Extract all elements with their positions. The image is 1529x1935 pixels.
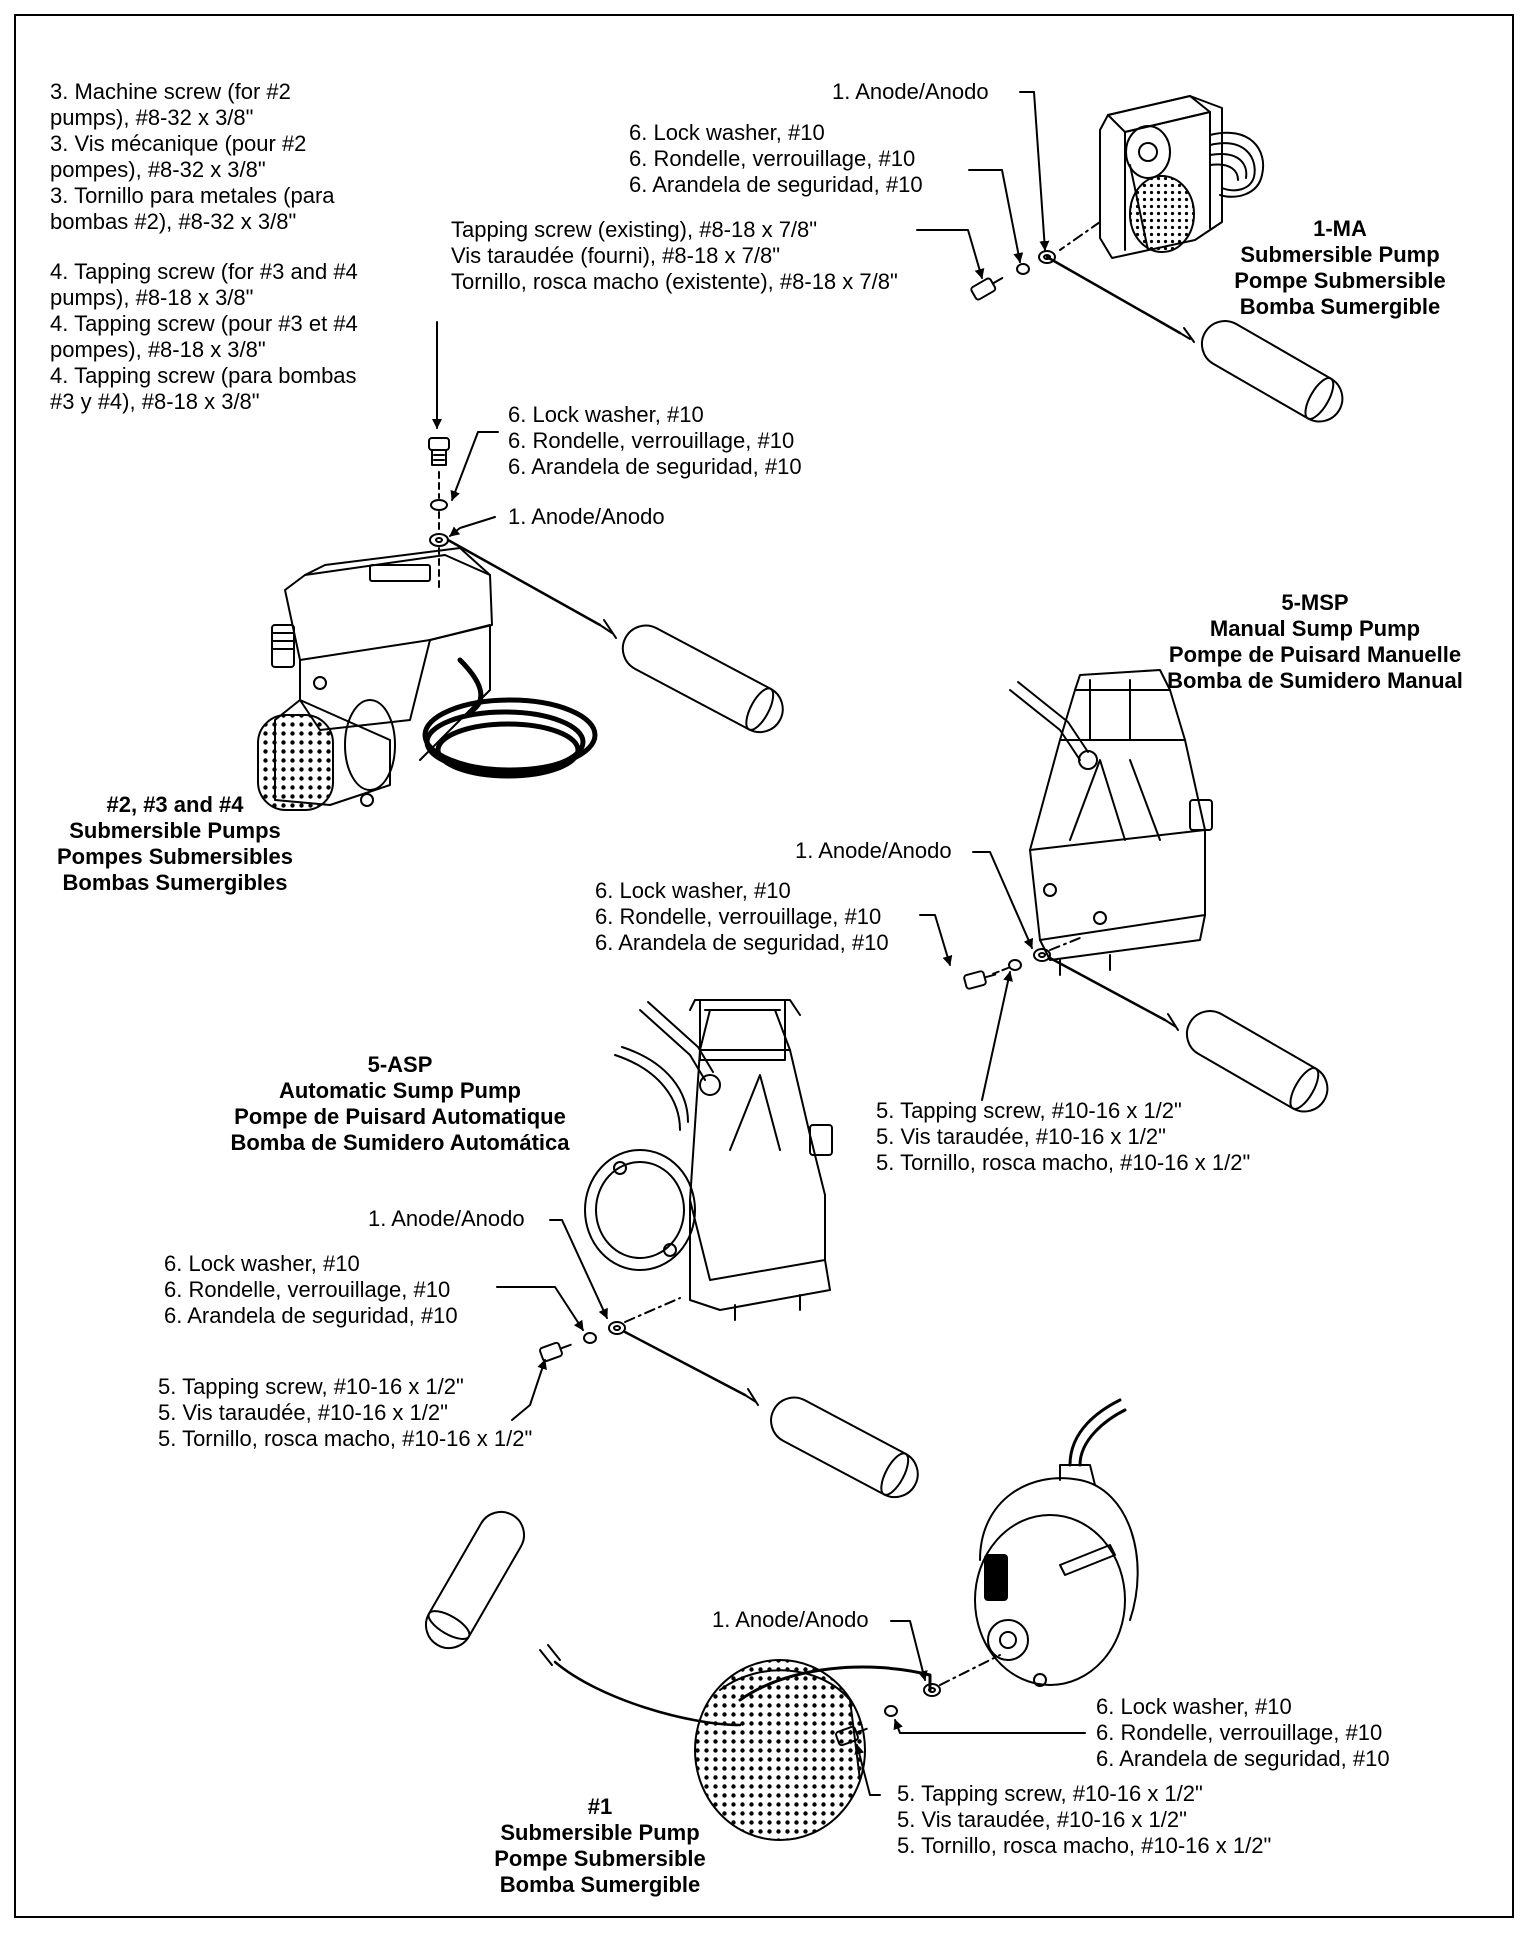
title-1ma-fr: Pompe Submersible [1234, 268, 1446, 293]
title-1ma-model: 1-MA [1313, 216, 1367, 241]
label-1ma-washer: 6. Lock washer, #10 6. Rondelle, verroui… [629, 120, 923, 198]
label-1-washer-es: 6. Arandela de seguridad, #10 [1096, 1746, 1390, 1771]
anode-rod-1ma [1200, 320, 1344, 423]
label-234-machine-screw-line1: 3. Machine screw (for #2 [50, 79, 291, 104]
label-1-washer-en: 6. Lock washer, #10 [1096, 1694, 1292, 1719]
title-234: #2, #3 and #4 Submersible Pumps Pompes S… [40, 792, 310, 896]
label-5asp-screw-es: 5. Tornillo, rosca macho, #10-16 x 1/2" [158, 1426, 533, 1451]
title-234-en: Submersible Pumps [69, 818, 281, 843]
label-1-screw: 5. Tapping screw, #10-16 x 1/2" 5. Vis t… [897, 1781, 1271, 1859]
label-5msp-anode: 1. Anode/Anodo [795, 838, 952, 863]
title-5asp-en: Automatic Sump Pump [278, 1078, 521, 1103]
label-1-screw-es: 5. Tornillo, rosca macho, #10-16 x 1/2" [897, 1833, 1272, 1858]
label-5msp-screw-fr: 5. Vis taraudée, #10-16 x 1/2" [876, 1124, 1166, 1149]
label-1ma-screw-es: Tornillo, rosca macho (existente), #8-18… [451, 269, 898, 294]
title-5msp-model: 5-MSP [1281, 590, 1349, 615]
title-234-es: Bombas Sumergibles [62, 870, 288, 895]
label-1-screw-en: 5. Tapping screw, #10-16 x 1/2" [897, 1781, 1203, 1806]
label-1ma-washer-fr: 6. Rondelle, verrouillage, #10 [629, 146, 916, 171]
label-1ma-screw: Tapping screw (existing), #8-18 x 7/8" V… [451, 217, 898, 295]
label-234-tapping-screw: 4. Tapping screw (for #3 and #4 pumps), … [50, 259, 358, 415]
title-1-fr: Pompe Submersible [494, 1846, 706, 1871]
anode-rod-5asp [770, 1396, 919, 1499]
label-234-anode: 1. Anode/Anodo [508, 504, 665, 529]
label-234-tapping-screw-line1: 4. Tapping screw (for #3 and #4 [50, 259, 358, 284]
title-1ma: 1-MA Submersible Pump Pompe Submersible … [1210, 216, 1470, 320]
title-5asp-fr: Pompe de Puisard Automatique [234, 1104, 566, 1129]
label-5asp-washer-es: 6. Arandela de seguridad, #10 [164, 1303, 458, 1328]
title-5msp: 5-MSP Manual Sump Pump Pompe de Puisard … [1130, 590, 1500, 694]
title-5asp-es: Bomba de Sumidero Automática [230, 1130, 570, 1155]
label-234-washer-en: 6. Lock washer, #10 [508, 402, 704, 427]
label-5msp-washer-fr: 6. Rondelle, verrouillage, #10 [595, 904, 882, 929]
label-234-machine-screw-line6: bombas #2), #8-32 x 3/8" [50, 209, 297, 234]
label-234-tapping-screw-line2: pumps), #8-18 x 3/8" [50, 285, 254, 310]
label-1-washer-fr: 6. Rondelle, verrouillage, #10 [1096, 1720, 1383, 1745]
label-5msp-screw-es: 5. Tornillo, rosca macho, #10-16 x 1/2" [876, 1150, 1251, 1175]
label-5msp-screw: 5. Tapping screw, #10-16 x 1/2" 5. Vis t… [876, 1098, 1250, 1176]
label-5msp-washer-en: 6. Lock washer, #10 [595, 878, 791, 903]
label-1ma-screw-en: Tapping screw (existing), #8-18 x 7/8" [451, 217, 818, 242]
label-234-machine-screw-line2: pumps), #8-32 x 3/8" [50, 105, 254, 130]
label-234-washer-es: 6. Arandela de seguridad, #10 [508, 454, 802, 479]
label-234-machine-screw-line4: pompes), #8-32 x 3/8" [50, 157, 266, 182]
label-234-tapping-screw-line6: #3 y #4), #8-18 x 3/8" [50, 389, 260, 414]
anode-rod-1 [425, 1510, 525, 1650]
label-234-tapping-screw-line5: 4. Tapping screw (para bombas [50, 363, 357, 388]
pump-234-illustration [257, 321, 784, 811]
label-5msp-screw-en: 5. Tapping screw, #10-16 x 1/2" [876, 1098, 1182, 1123]
label-5asp-screw: 5. Tapping screw, #10-16 x 1/2" 5. Vis t… [158, 1374, 532, 1452]
title-1ma-en: Submersible Pump [1240, 242, 1440, 267]
label-234-machine-screw-line5: 3. Tornillo para metales (para [50, 183, 335, 208]
title-1ma-es: Bomba Sumergible [1239, 294, 1441, 319]
title-1: #1 Submersible Pump Pompe Submersible Bo… [470, 1794, 730, 1898]
label-1ma-screw-fr: Vis taraudée (fourni), #8-18 x 7/8" [451, 243, 781, 268]
label-234-tapping-screw-line3: 4. Tapping screw (pour #3 et #4 [50, 311, 358, 336]
label-5asp-washer-fr: 6. Rondelle, verrouillage, #10 [164, 1277, 451, 1302]
title-5asp-model: 5-ASP [367, 1052, 433, 1077]
label-1-washer: 6. Lock washer, #10 6. Rondelle, verroui… [1096, 1694, 1390, 1772]
title-234-fr: Pompes Submersibles [57, 844, 293, 869]
title-5msp-fr: Pompe de Puisard Manuelle [1168, 642, 1462, 667]
label-234-washer-fr: 6. Rondelle, verrouillage, #10 [508, 428, 795, 453]
label-234-washer: 6. Lock washer, #10 6. Rondelle, verroui… [508, 402, 802, 480]
title-5asp: 5-ASP Automatic Sump Pump Pompe de Puisa… [215, 1052, 585, 1156]
pump-5msp-illustration [919, 669, 1329, 1113]
label-5asp-screw-en: 5. Tapping screw, #10-16 x 1/2" [158, 1374, 464, 1399]
label-234-tapping-screw-line4: pompes), #8-18 x 3/8" [50, 337, 266, 362]
label-5asp-anode: 1. Anode/Anodo [368, 1206, 525, 1231]
anode-rod-234 [621, 624, 784, 734]
title-1-en: Submersible Pump [500, 1820, 700, 1845]
title-1-model: #1 [587, 1794, 613, 1819]
label-1ma-washer-es: 6. Arandela de seguridad, #10 [629, 172, 923, 197]
pump-5asp-illustration [496, 999, 919, 1499]
page-border [14, 14, 1514, 1918]
label-5asp-washer: 6. Lock washer, #10 6. Rondelle, verroui… [164, 1251, 458, 1329]
label-5asp-washer-en: 6. Lock washer, #10 [164, 1251, 360, 1276]
label-234-machine-screw: 3. Machine screw (for #2 pumps), #8-32 x… [50, 79, 335, 235]
pump-1ma-illustration [916, 91, 1344, 423]
label-1ma-washer-en: 6. Lock washer, #10 [629, 120, 825, 145]
title-5msp-es: Bomba de Sumidero Manual [1167, 668, 1463, 693]
label-5asp-screw-fr: 5. Vis taraudée, #10-16 x 1/2" [158, 1400, 448, 1425]
label-1-screw-fr: 5. Vis taraudée, #10-16 x 1/2" [897, 1807, 1187, 1832]
anode-rod-5msp [1185, 1010, 1329, 1113]
label-1-anode: 1. Anode/Anodo [712, 1607, 869, 1632]
label-1ma-anode: 1. Anode/Anodo [832, 79, 989, 104]
label-5msp-washer: 6. Lock washer, #10 6. Rondelle, verroui… [595, 878, 889, 956]
pump-1-illustration [425, 1398, 1139, 1841]
label-5msp-washer-es: 6. Arandela de seguridad, #10 [595, 930, 889, 955]
title-234-model: #2, #3 and #4 [106, 792, 244, 817]
title-1-es: Bomba Sumergible [499, 1872, 701, 1897]
label-234-machine-screw-line3: 3. Vis mécanique (pour #2 [50, 131, 307, 156]
title-5msp-en: Manual Sump Pump [1209, 616, 1421, 641]
